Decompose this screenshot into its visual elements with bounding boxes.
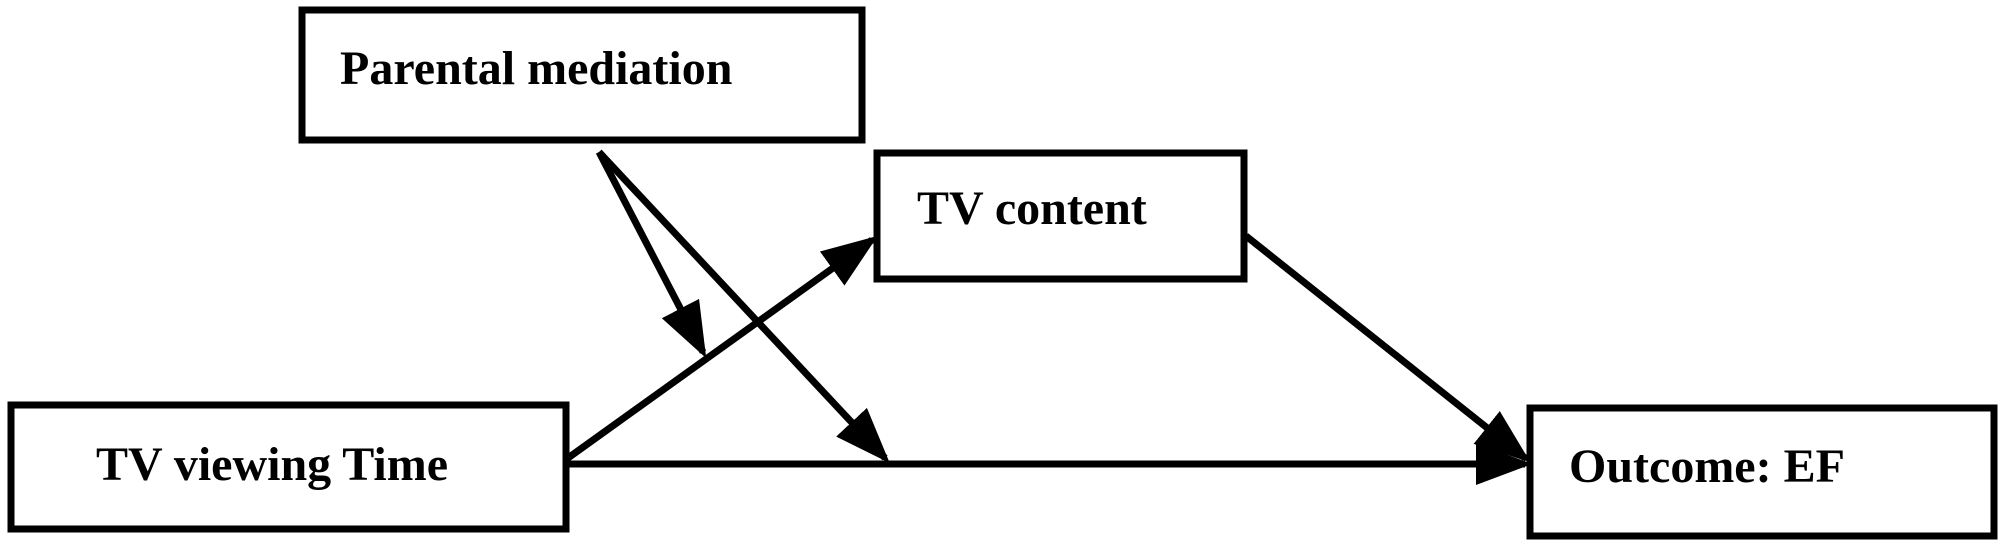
node-box [7,401,570,533]
node-label: TV viewing Time [96,438,448,491]
edge-mediation-moderates-viewing-content [595,150,707,359]
edge-content-to-outcome [1243,233,1531,463]
node-tv-content: TV content [873,149,1248,283]
node-label: Outcome: EF [1569,440,1845,493]
node-label: TV content [917,182,1147,235]
edge-viewing-time-to-content [565,235,878,461]
node-box [1526,404,1998,540]
node-parental-mediation: Parental mediation [298,6,866,144]
edge-mediation-moderates-viewing-outcome [596,149,890,464]
node-outcome: Outcome: EF [1526,404,1998,540]
node-label: Parental mediation [340,42,732,95]
node-tv-viewing-time: TV viewing Time [7,401,570,533]
node-box [873,149,1248,283]
node-box [298,6,866,144]
